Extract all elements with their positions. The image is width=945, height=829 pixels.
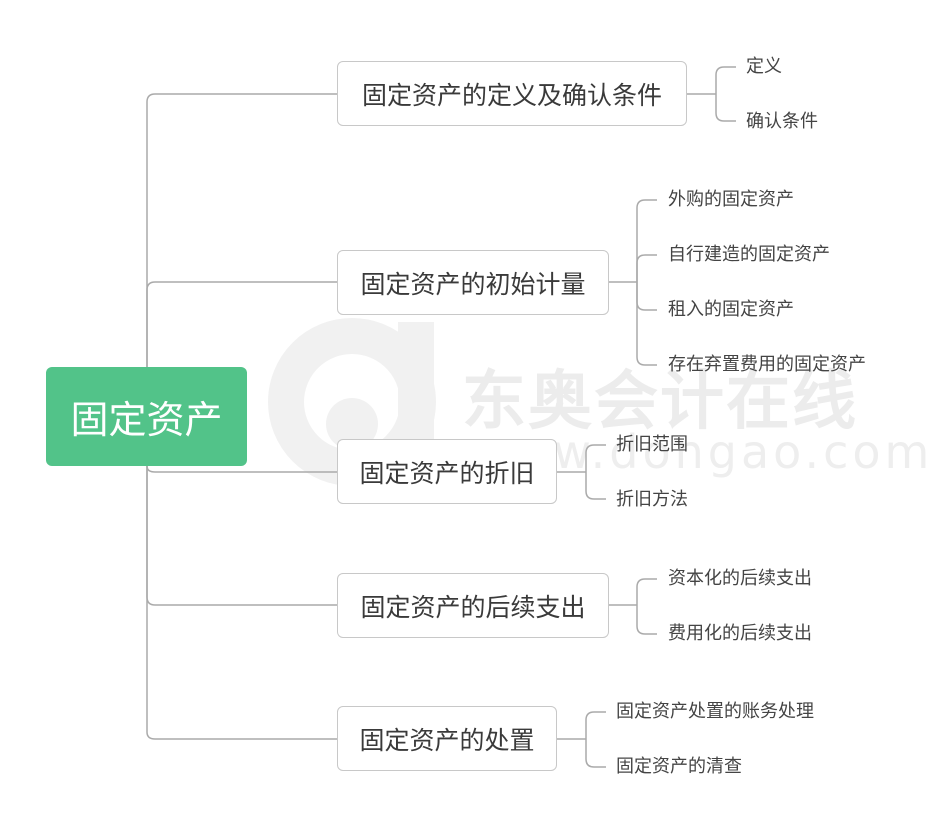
branch-label: 固定资产的处置 (359, 725, 535, 755)
branch-label: 固定资产的初始计量 (360, 269, 586, 299)
branch-definition[interactable]: 固定资产的定义及确认条件 (337, 61, 687, 126)
leaf-self-constructed[interactable]: 自行建造的固定资产 (668, 244, 830, 265)
leaf-inventory-check[interactable]: 固定资产的清查 (616, 756, 742, 777)
leaf-purchased[interactable]: 外购的固定资产 (668, 189, 794, 210)
leaf-recognition-criteria[interactable]: 确认条件 (746, 111, 818, 132)
branch-label: 固定资产的定义及确认条件 (361, 80, 662, 110)
leaf-depreciation-scope[interactable]: 折旧范围 (616, 434, 688, 455)
root-node[interactable]: 固定资产 (46, 367, 247, 466)
branch-initial-measurement[interactable]: 固定资产的初始计量 (337, 250, 609, 315)
leaf-disposal-accounting[interactable]: 固定资产处置的账务处理 (616, 701, 814, 722)
branch-label: 固定资产的后续支出 (360, 592, 586, 622)
leaf-disposal-cost[interactable]: 存在弃置费用的固定资产 (668, 354, 866, 375)
branch-disposal[interactable]: 固定资产的处置 (337, 706, 557, 771)
branch-depreciation[interactable]: 固定资产的折旧 (337, 439, 557, 504)
branch-subsequent-expenditure[interactable]: 固定资产的后续支出 (337, 573, 609, 638)
leaf-leased[interactable]: 租入的固定资产 (668, 299, 794, 320)
leaf-capitalized[interactable]: 资本化的后续支出 (668, 568, 812, 589)
leaf-depreciation-method[interactable]: 折旧方法 (616, 489, 688, 510)
branch-label: 固定资产的折旧 (359, 458, 535, 488)
root-label: 固定资产 (70, 398, 223, 442)
leaf-expensed[interactable]: 费用化的后续支出 (668, 623, 812, 644)
leaf-definition[interactable]: 定义 (746, 56, 782, 77)
